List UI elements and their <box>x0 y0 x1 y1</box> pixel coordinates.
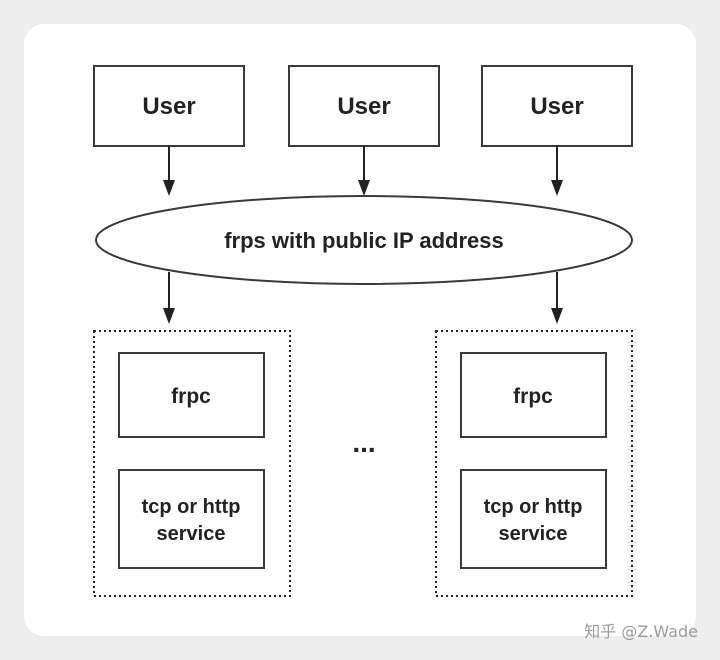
client-group-2: frpc tcp or http service <box>435 330 633 597</box>
arrow-server-to-client-1 <box>163 272 175 324</box>
service-box-2 <box>460 469 607 569</box>
user-node-2: User <box>288 65 440 147</box>
service-label-1-line2: service <box>157 523 226 545</box>
frpc-label-2: frpc <box>513 385 553 408</box>
frpc-label-1: frpc <box>171 385 211 408</box>
user-node-3: User <box>481 65 633 147</box>
user-node-1: User <box>93 65 245 147</box>
server-node: frps with public IP address <box>95 195 633 285</box>
frpc-box-1 <box>118 352 265 438</box>
ellipsis-label: ... <box>352 427 375 458</box>
service-label-2-line2: service <box>499 523 568 545</box>
service-label-2-line1: tcp or http <box>484 496 583 518</box>
user-label-2: User <box>337 93 390 120</box>
arrow-user2-to-server <box>358 146 370 196</box>
service-box-1 <box>118 469 265 569</box>
client-group-1: frpc tcp or http service <box>93 330 291 597</box>
arrow-user1-to-server <box>163 146 175 196</box>
server-label: frps with public IP address <box>224 228 504 253</box>
frpc-box-2 <box>460 352 607 438</box>
user-label-1: User <box>142 93 195 120</box>
user-label-3: User <box>530 93 583 120</box>
arrow-server-to-client-2 <box>551 272 563 324</box>
service-label-1-line1: tcp or http <box>142 496 241 518</box>
arrow-user3-to-server <box>551 146 563 196</box>
watermark-text: 知乎 @Z.Wade <box>584 622 698 641</box>
